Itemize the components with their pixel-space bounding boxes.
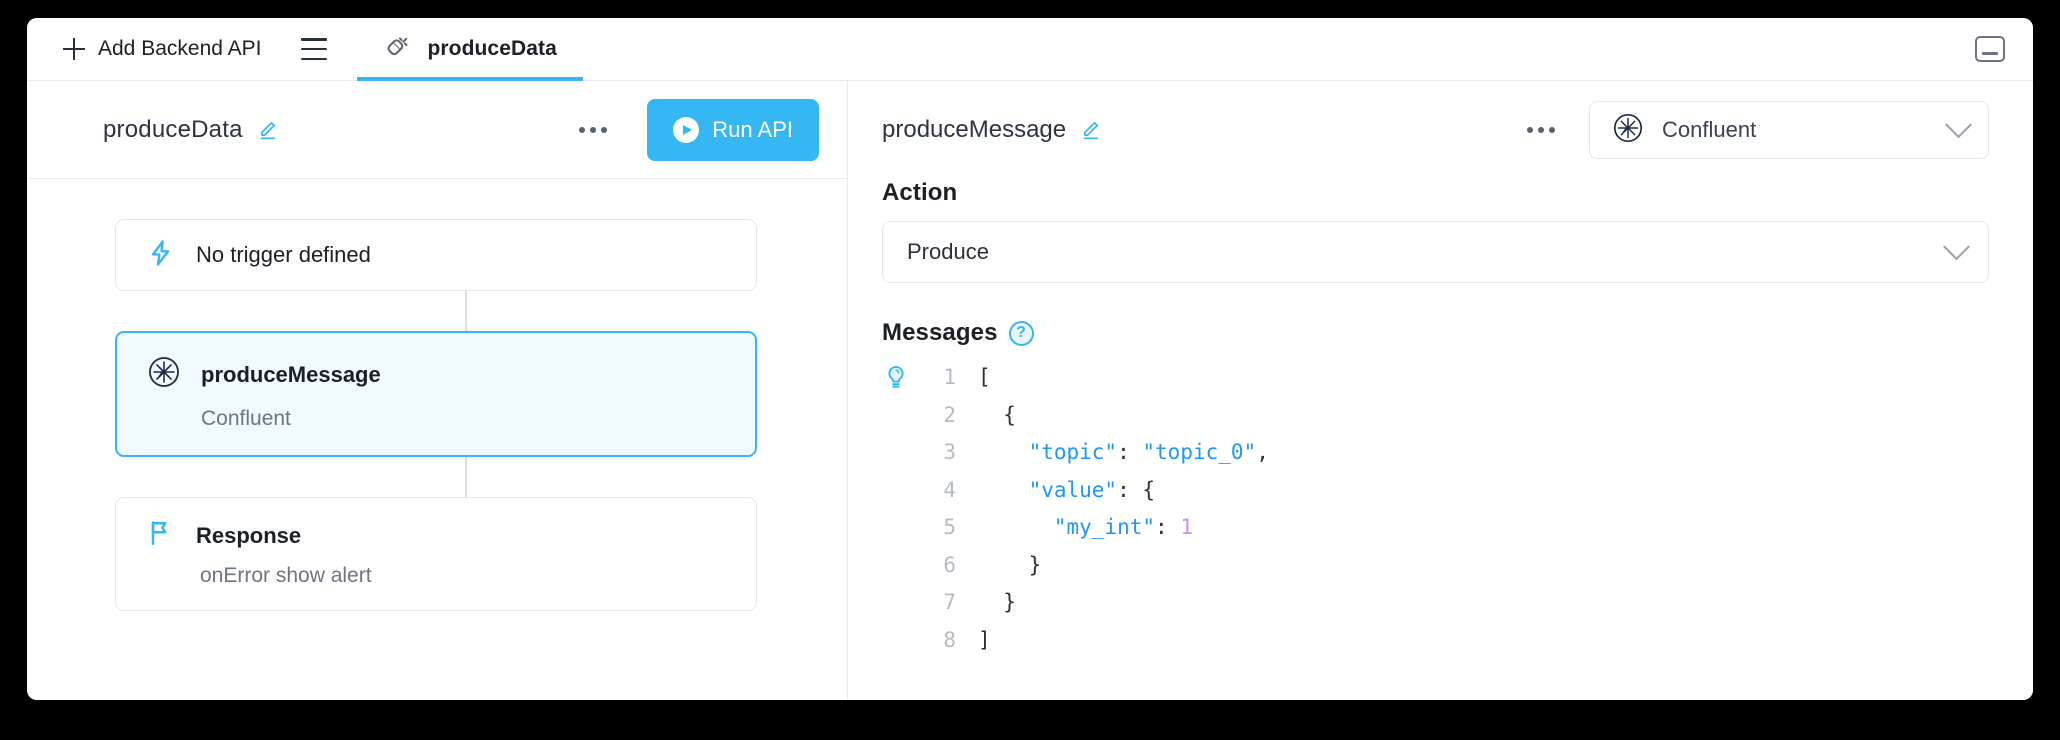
line-number: 4 <box>943 477 956 502</box>
tab-bar: Add Backend API produceData <box>27 18 2033 81</box>
flow-card-trigger[interactable]: No trigger defined <box>115 219 757 291</box>
action-value: Produce <box>907 239 989 264</box>
lightbulb-icon[interactable] <box>882 366 910 395</box>
flow-title: produceData <box>103 115 243 143</box>
confluent-icon <box>1612 112 1644 149</box>
help-circle-icon[interactable]: ? <box>1008 320 1034 346</box>
plug-connector-icon <box>383 32 413 67</box>
add-backend-api-button[interactable]: Add Backend API <box>49 18 275 80</box>
editor-line-numbers: 1 2 3 4 5 6 7 8 <box>922 359 956 700</box>
action-select[interactable]: Produce <box>882 221 1989 283</box>
line-number: 2 <box>943 402 956 427</box>
step-title: produceMessage <box>882 116 1067 143</box>
line-number: 7 <box>943 590 956 614</box>
tab-label: produceData <box>427 37 557 60</box>
chevron-down-icon <box>1945 110 1972 138</box>
line-number: 5 <box>943 515 956 539</box>
minimize-panel-icon[interactable] <box>1975 36 2005 62</box>
tab-producedata[interactable]: produceData <box>357 18 584 81</box>
connector-name: Confluent <box>1662 117 1757 142</box>
flag-icon <box>146 518 176 553</box>
flow-canvas: No trigger defined <box>27 179 847 700</box>
step-details-body: Action Produce Messages ? <box>848 179 2033 700</box>
code-line: "my_int": 1 <box>1053 515 1193 539</box>
line-number: 1 <box>943 365 956 389</box>
code-line: [ <box>978 365 991 389</box>
hamburger-menu-icon[interactable] <box>301 35 328 63</box>
add-backend-api-label: Add Backend API <box>98 37 262 60</box>
confluent-icon <box>147 355 181 394</box>
editor-hint-gutter <box>882 359 922 700</box>
flow-card-subtitle: Confluent <box>201 407 291 430</box>
step-details-header: produceMessage <box>848 81 2033 179</box>
flow-card-title: produceMessage <box>201 361 381 387</box>
messages-code-editor[interactable]: 1 2 3 4 5 6 7 8 [ { "topic": "topic_0", "value"… <box>882 353 1989 700</box>
code-line: ] <box>978 627 991 652</box>
step-more-options-icon[interactable] <box>1521 119 1561 141</box>
flow-panel: produceData Run API <box>27 81 848 700</box>
flow-connector-1 <box>465 291 467 331</box>
code-line: } <box>1003 590 1016 614</box>
play-icon <box>673 116 700 143</box>
flow-card-response[interactable]: Response onError show alert <box>115 497 757 611</box>
chevron-down-icon <box>1943 232 1970 260</box>
tab-bar-left: Add Backend API produceData <box>27 18 584 81</box>
pencil-icon[interactable] <box>255 118 279 142</box>
messages-label-row: Messages ? <box>882 319 1989 347</box>
editor-code[interactable]: [ { "topic": "topic_0", "value": { "my_i… <box>956 359 1989 700</box>
code-line: "topic": "topic_0", <box>1028 440 1269 464</box>
code-line: "value": { <box>1028 477 1156 502</box>
run-api-button[interactable]: Run API <box>647 98 819 161</box>
tab-bar-right <box>1975 18 2033 80</box>
flow-more-options-icon[interactable] <box>573 119 613 141</box>
messages-label: Messages <box>882 319 998 346</box>
step-details-panel: produceMessage <box>848 81 2033 700</box>
flow-card-title: Response <box>196 522 302 548</box>
run-api-label: Run API <box>712 116 793 142</box>
action-label: Action <box>882 179 958 206</box>
backend-api-editor-window: Add Backend API produceData <box>27 18 2033 700</box>
pencil-icon[interactable] <box>1078 118 1102 142</box>
flow-card-subtitle: onError show alert <box>200 564 372 587</box>
trigger-label: No trigger defined <box>196 242 371 267</box>
flow-card-producemessage[interactable]: produceMessage Confluent <box>115 331 757 457</box>
line-number: 3 <box>943 440 956 464</box>
plus-icon <box>63 38 85 60</box>
connector-select[interactable]: Confluent <box>1589 101 1989 159</box>
flow-panel-header: produceData Run API <box>27 81 847 179</box>
line-number: 6 <box>943 552 956 577</box>
flow-card-header: produceMessage <box>147 355 725 394</box>
code-line: } <box>1028 552 1042 577</box>
flow-card-header: Response <box>146 518 726 553</box>
editor-body: produceData Run API <box>27 81 2033 700</box>
code-line: { <box>1003 402 1016 427</box>
lightning-bolt-icon <box>146 238 176 273</box>
line-number: 8 <box>943 627 956 652</box>
flow-connector-2 <box>465 457 467 497</box>
